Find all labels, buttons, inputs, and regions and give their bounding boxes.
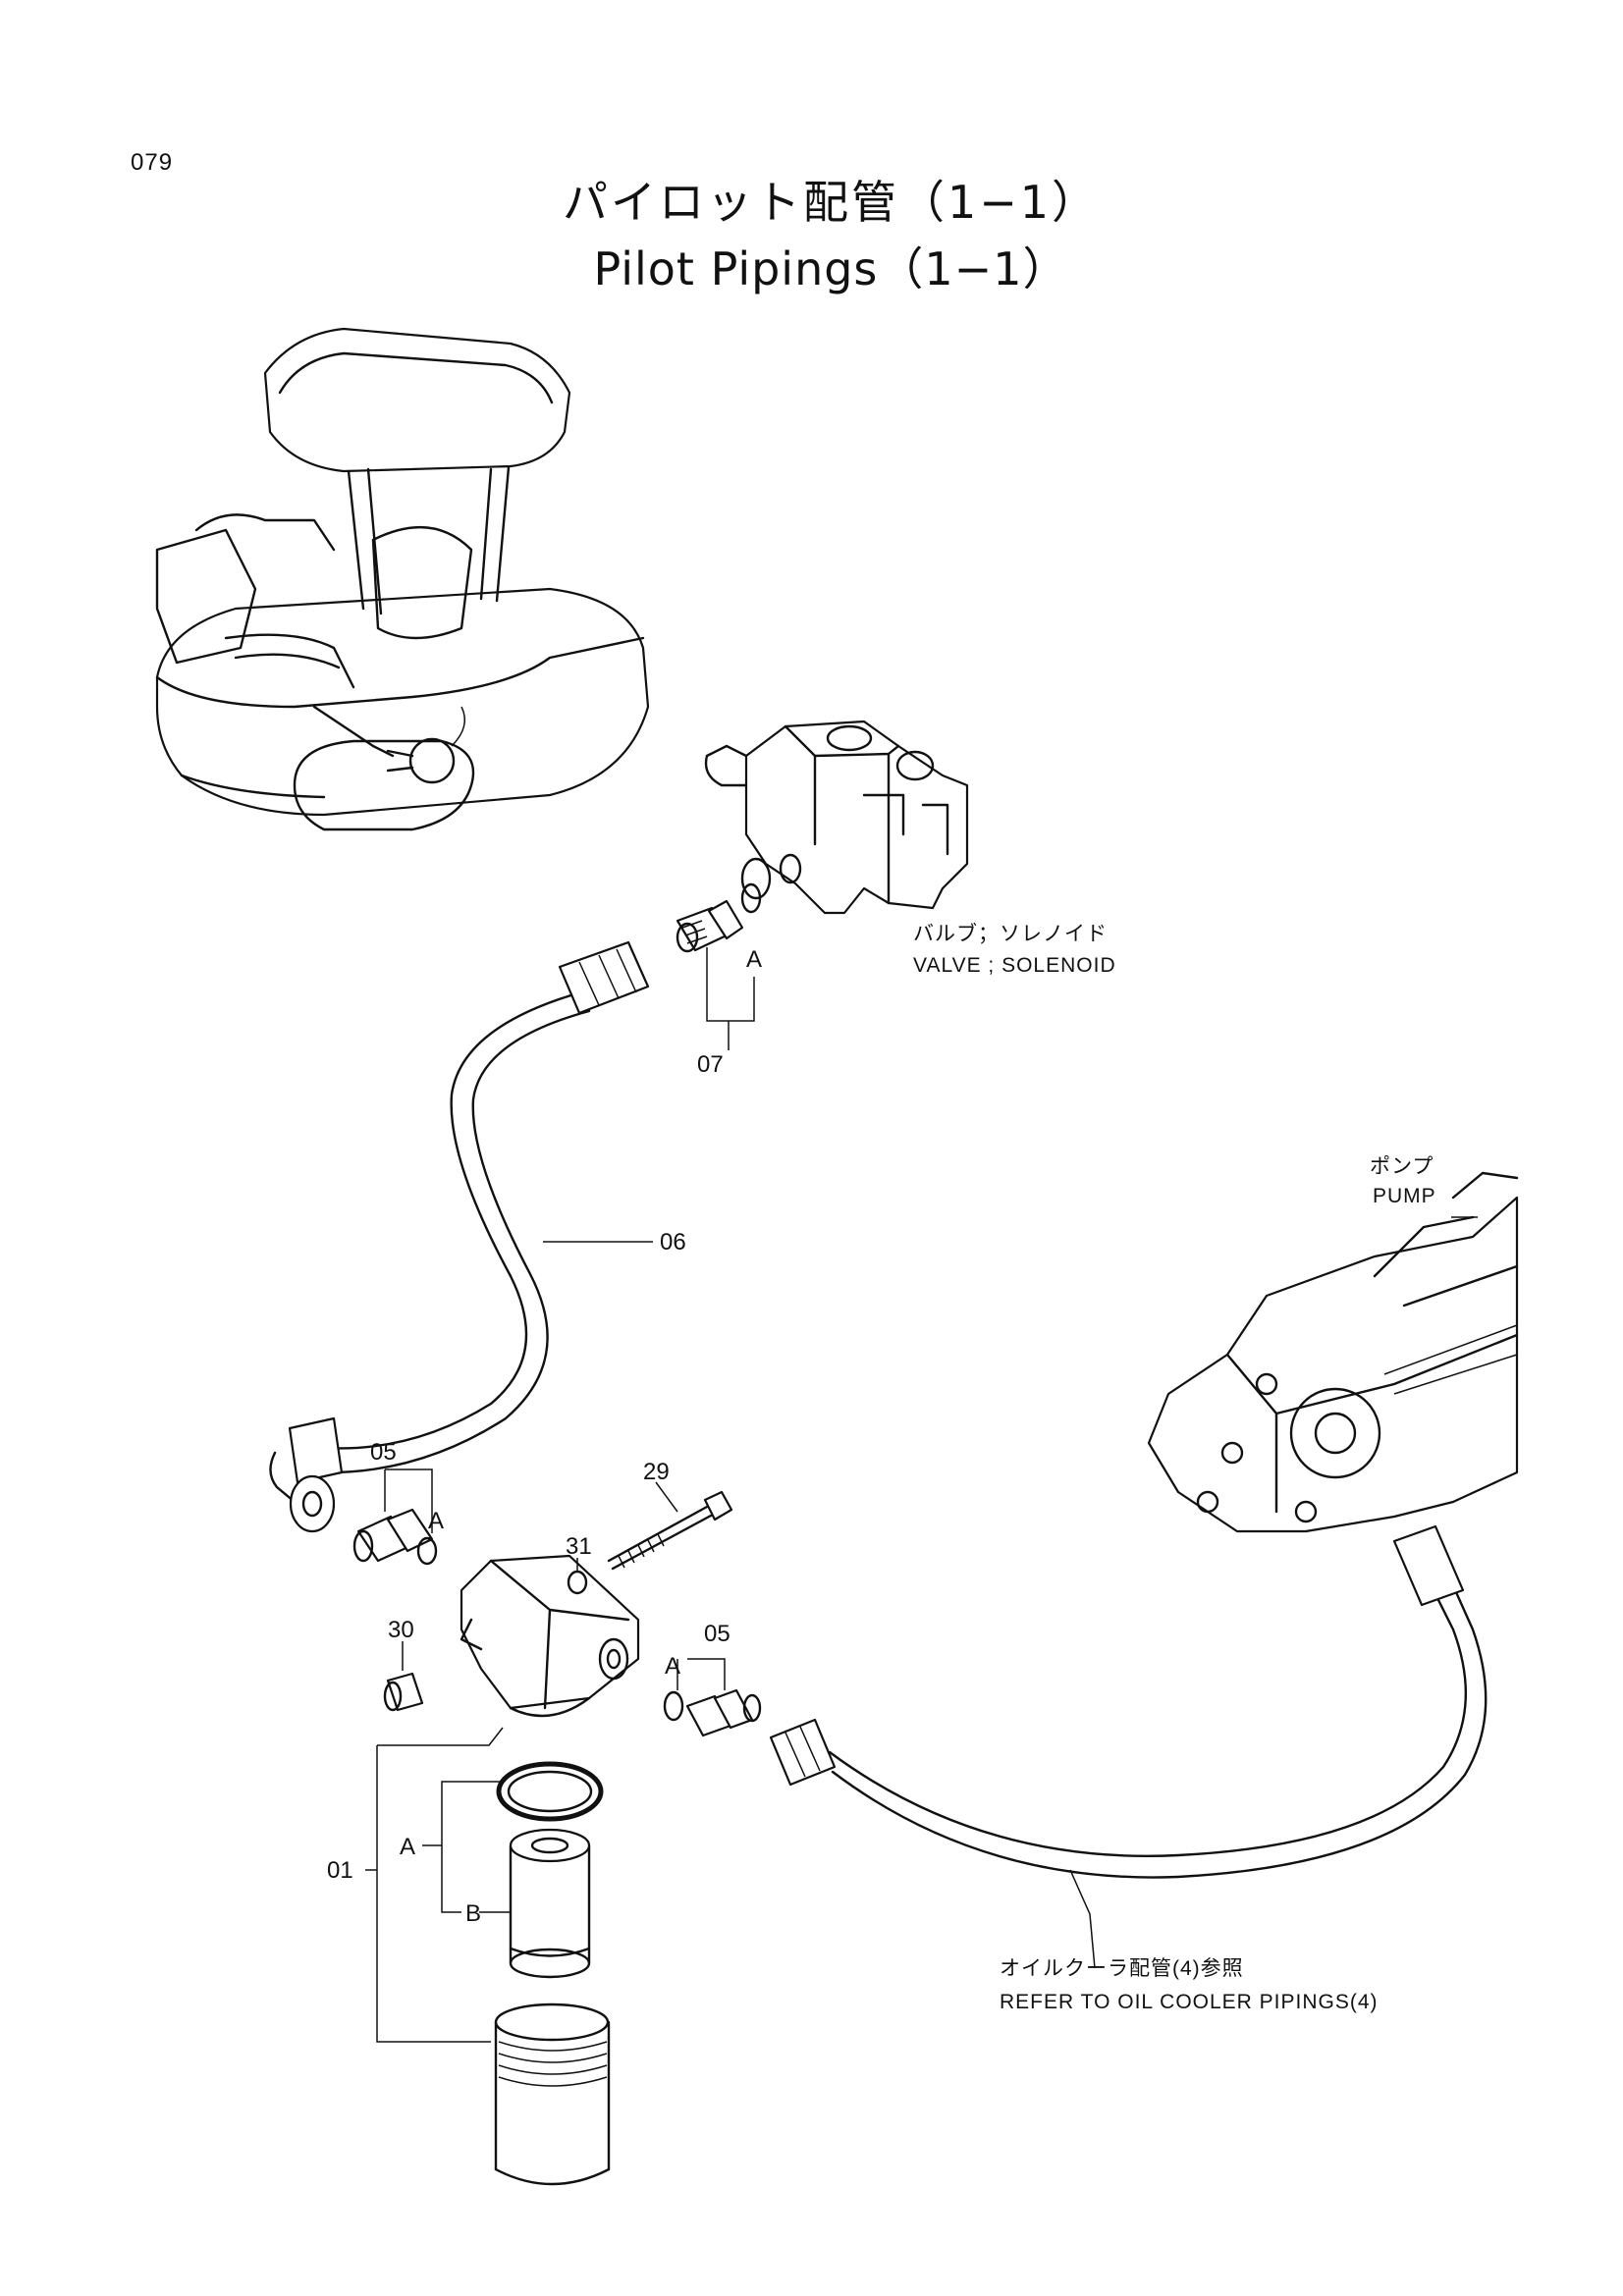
callout-b-01: B <box>465 1900 481 1927</box>
valve-label-japanese: バルブ；ソレノイド <box>913 923 1108 945</box>
fitting-05-upper-illustration <box>352 1508 438 1566</box>
page-title-japanese: パイロット配管（1−1） <box>562 176 1101 229</box>
page-title-english: Pilot Pipings（1−1） <box>593 242 1069 295</box>
excavator-overview-illustration <box>155 327 650 831</box>
fitting-05-lower-illustration <box>663 1688 762 1737</box>
callout-a-05-upper: A <box>428 1508 444 1534</box>
callout-a-01: A <box>400 1834 415 1860</box>
callout-07: 07 <box>697 1051 724 1078</box>
callout-30: 30 <box>388 1617 414 1643</box>
callout-05-lower: 05 <box>704 1621 730 1647</box>
hose-06-illustration <box>269 940 650 1533</box>
pump-label-english: PUMP <box>1373 1185 1436 1207</box>
solenoid-valve-illustration <box>704 720 969 915</box>
filter-head-illustration <box>460 1554 640 1718</box>
callout-05-upper: 05 <box>370 1439 397 1466</box>
pump-illustration <box>1147 1171 1519 1533</box>
callout-a-07: A <box>746 946 762 973</box>
callout-29: 29 <box>643 1459 670 1485</box>
washer-31-illustration <box>567 1570 588 1595</box>
refer-label-japanese: オイルクーラ配管(4)参照 <box>1000 1957 1244 1980</box>
fitting-07-illustration <box>676 882 762 953</box>
refer-label-english: REFER TO OIL COOLER PIPINGS(4) <box>1000 1991 1379 2013</box>
callout-31: 31 <box>566 1533 592 1560</box>
pump-label-japanese: ポンプ <box>1370 1155 1434 1178</box>
leader-lines <box>365 947 1478 2043</box>
filter-element-illustration <box>494 1761 611 2186</box>
callout-06: 06 <box>660 1229 686 1255</box>
page-number: 079 <box>131 149 174 176</box>
callout-01: 01 <box>327 1857 353 1884</box>
valve-label-english: VALVE ; SOLENOID <box>913 954 1116 977</box>
callout-a-05-lower: A <box>665 1653 680 1680</box>
plug-30-illustration <box>383 1672 424 1712</box>
bolt-29-illustration <box>607 1490 733 1571</box>
hose-to-pump-illustration <box>769 1524 1488 1879</box>
